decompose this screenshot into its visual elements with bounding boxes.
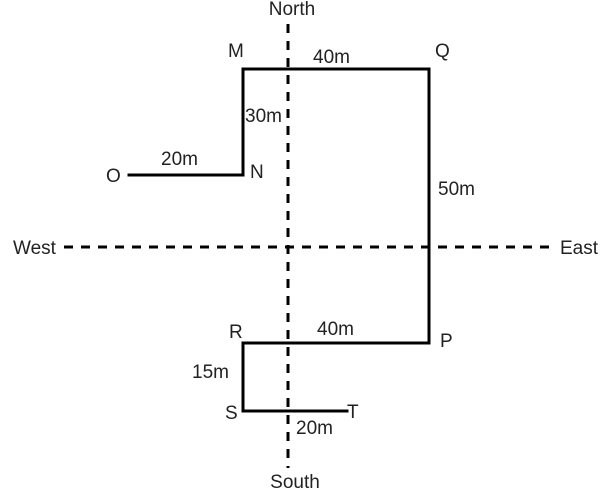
- east-label: East: [560, 238, 599, 259]
- north-label: North: [269, 0, 315, 20]
- point-t-label: T: [347, 402, 359, 423]
- point-q-label: Q: [435, 41, 450, 62]
- distance-mq-label: 40m: [313, 47, 350, 68]
- distance-qp-label: 50m: [438, 179, 475, 200]
- point-m-label: M: [228, 41, 244, 62]
- point-s-label: S: [225, 403, 238, 424]
- distance-rs-label: 15m: [192, 362, 229, 383]
- south-label: South: [270, 472, 320, 492]
- point-r-label: R: [229, 322, 243, 343]
- point-n-label: N: [250, 162, 264, 183]
- distance-nm-label: 30m: [245, 106, 282, 127]
- walk-path: [127, 67, 431, 413]
- distance-pr-label: 40m: [317, 319, 354, 340]
- point-p-label: P: [440, 331, 453, 352]
- distance-on-label: 20m: [161, 149, 198, 170]
- point-o-label: O: [106, 166, 121, 187]
- distance-st-label: 20m: [296, 418, 333, 439]
- west-label: West: [13, 238, 57, 259]
